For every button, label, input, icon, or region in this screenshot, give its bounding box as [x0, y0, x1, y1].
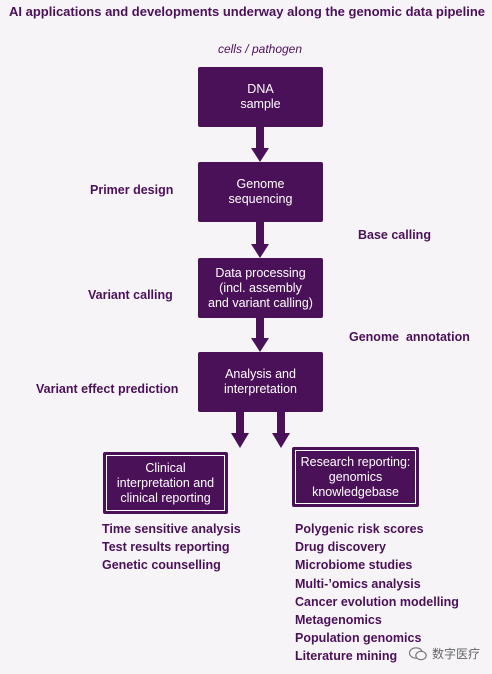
- list-item: Genetic counselling: [102, 558, 221, 573]
- analysis-interpretation-box: Analysis and interpretation: [198, 352, 323, 412]
- genome-sequencing-line-2: sequencing: [228, 192, 293, 206]
- research-line-3: knowledgebase: [312, 484, 399, 499]
- down-arrow-icon: [251, 318, 269, 352]
- data-processing-box: Data processing (incl. assembly and vari…: [198, 258, 323, 318]
- genome-sequencing-box: Genome sequencing: [198, 162, 323, 222]
- base-calling-label: Base calling: [358, 228, 431, 242]
- list-item: Multi-’omics analysis: [295, 576, 421, 591]
- list-item: Microbiome studies: [295, 558, 413, 573]
- dna-sample-line-1: DNA: [247, 82, 274, 96]
- list-item: Polygenic risk scores: [295, 522, 424, 536]
- source-label: cells / pathogen: [217, 42, 303, 56]
- down-arrow-icon: [231, 412, 249, 448]
- analysis-line-1: Analysis and: [225, 367, 296, 381]
- list-item: Literature mining: [295, 649, 398, 664]
- data-processing-line-3: and variant calling): [208, 295, 313, 310]
- research-reporting-box: Research reporting: genomics knowledgeba…: [292, 447, 419, 507]
- clinical-line-3: clinical reporting: [120, 490, 211, 505]
- watermark: 数字医疗: [408, 645, 480, 662]
- clinical-applications-list: Time sensitive analysis Test results rep…: [102, 520, 241, 575]
- clinical-line-2: interpretation and: [116, 475, 215, 490]
- wechat-icon: [408, 646, 427, 661]
- watermark-text: 数字医疗: [431, 647, 480, 661]
- research-line-1: Research reporting:: [300, 454, 411, 469]
- genome-sequencing-line-1: Genome: [236, 177, 285, 191]
- list-item: Population genomics: [295, 631, 422, 646]
- down-arrow-icon: [251, 127, 269, 162]
- clinical-line-1: Clinical: [145, 460, 186, 475]
- list-item: Test results reporting: [102, 540, 230, 555]
- dna-sample-box: DNA sample: [198, 67, 323, 127]
- list-item: Metagenomics: [295, 613, 382, 628]
- research-applications-list: Polygenic risk scores Drug discovery Mic…: [295, 520, 459, 666]
- primer-design-label: Primer design: [90, 183, 174, 197]
- list-item: Drug discovery: [295, 540, 387, 555]
- list-item: Cancer evolution modelling: [295, 594, 459, 609]
- down-arrow-icon: [272, 412, 290, 448]
- variant-effect-prediction-label: Variant effect prediction: [36, 382, 179, 396]
- list-item: Time sensitive analysis: [102, 522, 241, 536]
- dna-sample-line-2: sample: [240, 97, 281, 111]
- genome-annotation-label: Genome annotation: [349, 330, 470, 344]
- research-line-2: genomics: [328, 469, 383, 484]
- data-processing-line-2: (incl. assembly: [219, 280, 302, 295]
- diagram-title: AI applications and developments underwa…: [9, 4, 486, 19]
- data-processing-line-1: Data processing: [215, 265, 306, 280]
- variant-calling-label: Variant calling: [88, 288, 173, 302]
- analysis-line-2: interpretation: [224, 382, 297, 396]
- clinical-reporting-box: Clinical interpretation and clinical rep…: [103, 452, 228, 514]
- down-arrow-icon: [251, 222, 269, 258]
